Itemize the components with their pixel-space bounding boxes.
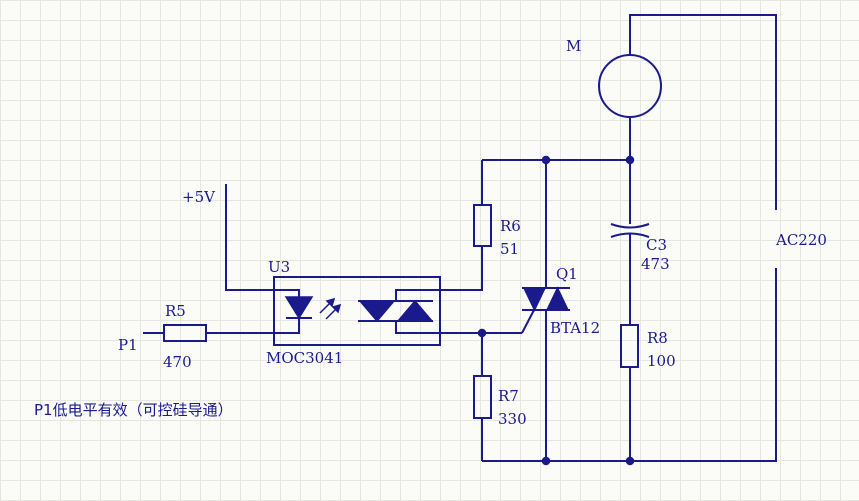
resistor-r8 [620, 324, 639, 368]
wire-r6-to-optocoupler [440, 246, 483, 291]
junction-dot [541, 456, 551, 466]
vcc-label: +5V [182, 188, 216, 206]
motor [598, 54, 662, 118]
resistor-r5 [163, 324, 207, 342]
motor-label: M [566, 37, 581, 55]
u3-ref: U3 [268, 258, 290, 276]
r8-ref: R8 [647, 329, 668, 347]
resistor-r7 [473, 375, 492, 419]
junction-dot [625, 155, 635, 165]
c3-value: 473 [641, 255, 670, 273]
r5-value: 470 [163, 353, 192, 371]
q1-ref: Q1 [556, 265, 578, 283]
p1-label: P1 [118, 336, 138, 354]
resistor-r6 [473, 204, 492, 247]
junction-dot [541, 155, 551, 165]
triac-q1 [521, 286, 570, 334]
r6-ref: R6 [500, 217, 521, 235]
junction-dot [625, 456, 635, 466]
r8-value: 100 [647, 352, 676, 370]
optocoupler-u3 [273, 276, 441, 346]
q1-value: BTA12 [550, 319, 600, 337]
wire-bottom-rail [482, 268, 777, 462]
ac-source-label: AC220 [775, 231, 827, 249]
r5-ref: R5 [165, 302, 186, 320]
junction-dot [477, 328, 487, 338]
r6-value: 51 [500, 240, 519, 258]
capacitor-c3 [610, 223, 650, 238]
r7-ref: R7 [498, 387, 519, 405]
wire-motor-top [629, 14, 777, 210]
c3-ref: C3 [646, 236, 667, 254]
note-text: P1低电平有效（可控硅导通） [34, 401, 233, 419]
r7-value: 330 [498, 410, 527, 428]
u3-value: MOC3041 [266, 349, 343, 367]
wire-vcc [225, 184, 274, 291]
